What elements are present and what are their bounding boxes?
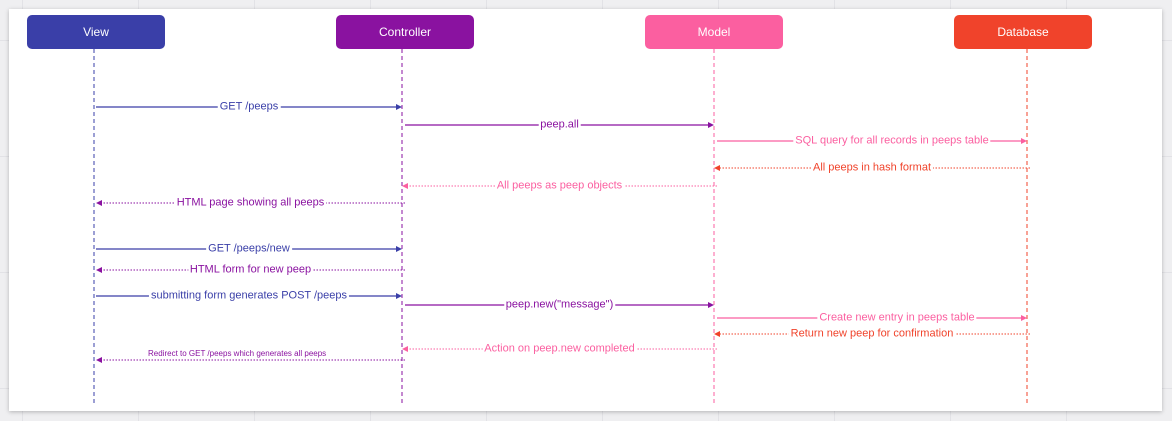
message-label: HTML form for new peep bbox=[187, 263, 314, 277]
message-label: GET /peeps bbox=[217, 100, 281, 114]
message-arrow-head bbox=[714, 331, 720, 337]
message-label: Action on peep.new completed bbox=[482, 342, 637, 356]
message-arrow-head bbox=[714, 165, 720, 171]
actor-model-label: Model bbox=[697, 25, 731, 39]
actor-view[interactable]: View bbox=[27, 15, 165, 49]
message-arrow-head bbox=[1021, 315, 1027, 321]
message-label: All peeps in hash format bbox=[810, 161, 934, 175]
message-label: All peeps as peep objects bbox=[494, 179, 625, 193]
message-arrow-head bbox=[96, 267, 102, 273]
message-arrow-head bbox=[96, 200, 102, 206]
message-arrow-head bbox=[1021, 138, 1027, 144]
message-arrow-head bbox=[402, 346, 408, 352]
message-label: Return new peep for confirmation bbox=[788, 327, 956, 341]
message-label: SQL query for all records in peeps table bbox=[793, 134, 991, 148]
message-label: peep.new("message") bbox=[503, 298, 616, 312]
message-label: GET /peeps/new bbox=[206, 242, 292, 256]
message-label: peep.all bbox=[538, 118, 581, 132]
actor-controller[interactable]: Controller bbox=[336, 15, 474, 49]
message-arrow-head bbox=[396, 104, 402, 110]
message-label: submitting form generates POST /peeps bbox=[148, 289, 350, 303]
message-arrow-head bbox=[708, 302, 714, 308]
message-label: Redirect to GET /peeps which generates a… bbox=[148, 349, 327, 358]
message-arrow-head bbox=[708, 122, 714, 128]
message-arrow-head bbox=[396, 246, 402, 252]
actor-database[interactable]: Database bbox=[954, 15, 1092, 49]
actor-view-label: View bbox=[83, 25, 109, 39]
actor-model[interactable]: Model bbox=[645, 15, 783, 49]
message-label: Create new entry in peeps table bbox=[817, 311, 977, 325]
message-arrow-head bbox=[96, 357, 102, 363]
actor-controller-label: Controller bbox=[378, 25, 432, 39]
message-label: HTML page showing all peeps bbox=[174, 196, 327, 210]
message-arrow-head bbox=[396, 293, 402, 299]
message-arrow-head bbox=[402, 183, 408, 189]
actor-database-label: Database bbox=[997, 25, 1049, 39]
